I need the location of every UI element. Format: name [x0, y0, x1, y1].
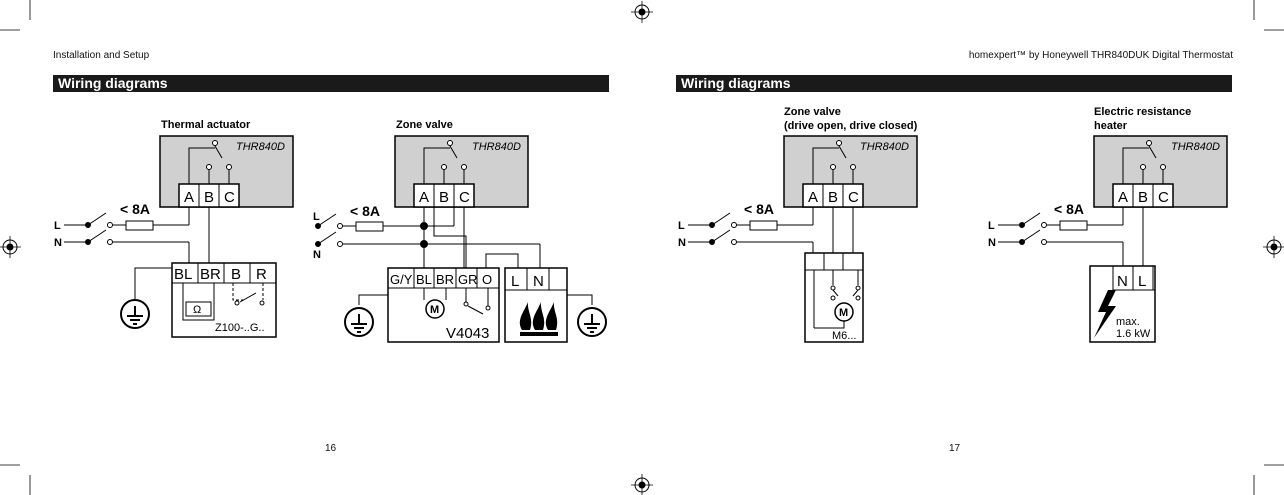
svg-text:M: M [430, 304, 439, 316]
section-title: Wiring diagrams [53, 75, 609, 92]
svg-text:Ω: Ω [193, 304, 201, 316]
diagram-thermal-actuator: Thermal actuator THR840D A B C L N < 8A … [54, 119, 294, 338]
svg-text:O: O [482, 272, 492, 287]
device-model: M6... [832, 330, 856, 342]
svg-text:L: L [678, 220, 685, 232]
svg-text:N: N [678, 237, 686, 249]
svg-text:N: N [1117, 273, 1128, 290]
diagram-title: Zone valve [784, 106, 841, 118]
registration-mark [630, 0, 654, 24]
svg-text:M: M [839, 307, 848, 319]
motor-icon [425, 299, 445, 319]
diagram-title: Zone valve [396, 119, 453, 131]
earth-icon [577, 307, 607, 337]
svg-text:BR: BR [200, 266, 221, 283]
diagram-electric-heater: Electric resistance heater THR840D A B C… [988, 106, 1228, 343]
svg-text:max.: max. [1116, 316, 1140, 328]
svg-text:C: C [848, 189, 859, 206]
diagram-title: Electric resistance [1094, 106, 1191, 118]
svg-text:THR840D: THR840D [860, 141, 909, 153]
svg-text:1.6 kW: 1.6 kW [1116, 328, 1151, 340]
registration-mark [1262, 235, 1284, 259]
svg-text:< 8A: < 8A [350, 203, 380, 219]
svg-text:A: A [1118, 189, 1128, 206]
svg-text:A: A [419, 189, 429, 206]
svg-text:BL: BL [174, 266, 192, 283]
svg-text:< 8A: < 8A [120, 201, 150, 217]
svg-text:L: L [54, 220, 61, 232]
right-page: homexpert™ by Honeywell THR840DUK Digita… [642, 0, 1284, 495]
svg-text:G/Y: G/Y [390, 272, 413, 287]
svg-text:B: B [828, 189, 838, 206]
svg-text:B: B [1138, 189, 1148, 206]
registration-mark [0, 235, 22, 259]
svg-text:L: L [988, 220, 995, 232]
diagram-subtitle: (drive open, drive closed) [784, 120, 918, 132]
svg-text:BL: BL [416, 272, 432, 287]
svg-text:L: L [313, 211, 320, 223]
earth-icon [120, 299, 150, 329]
svg-text:THR840D: THR840D [472, 141, 521, 153]
svg-text:< 8A: < 8A [1054, 201, 1084, 217]
svg-text:L: L [511, 273, 519, 290]
svg-text:N: N [988, 237, 996, 249]
svg-text:C: C [459, 189, 470, 206]
svg-text:GR: GR [458, 272, 478, 287]
svg-text:A: A [808, 189, 818, 206]
terminal-c: C [224, 189, 235, 206]
device-model: V4043 [446, 325, 489, 342]
svg-text:R: R [256, 266, 267, 283]
flame-icon [519, 302, 558, 336]
earth-icon [344, 307, 374, 337]
lightning-icon [1094, 290, 1116, 338]
svg-text:N: N [313, 249, 321, 261]
svg-text:B: B [231, 266, 241, 283]
page-number: 17 [949, 443, 961, 454]
diagram-title: Thermal actuator [161, 119, 251, 131]
running-header: Installation and Setup [53, 50, 150, 61]
terminal-b: B [204, 189, 214, 206]
running-header: homexpert™ by Honeywell THR840DUK Digita… [968, 50, 1233, 61]
svg-text:N: N [54, 237, 62, 249]
left-page: Installation and Setup Wiring diagrams 1… [53, 50, 609, 454]
diagram-zone-valve-drive: Zone valve (drive open, drive closed) TH… [678, 106, 918, 343]
terminal-a: A [184, 189, 194, 206]
svg-text:< 8A: < 8A [744, 201, 774, 217]
diagram-subtitle: heater [1094, 120, 1128, 132]
svg-text:B: B [439, 189, 449, 206]
svg-text:BR: BR [436, 272, 454, 287]
svg-text:C: C [1158, 189, 1169, 206]
thermostat-label: THR840D [236, 141, 285, 153]
section-title: Wiring diagrams [676, 75, 1232, 92]
registration-mark [630, 473, 654, 495]
svg-text:L: L [1138, 273, 1146, 290]
page-number: 16 [325, 443, 337, 454]
device-model: Z100-..G.. [215, 322, 265, 334]
diagram-zone-valve: Zone valve THR840D A B C L N < 8A G/Y BL… [313, 119, 607, 343]
svg-text:N: N [533, 273, 544, 290]
svg-text:THR840D: THR840D [1171, 141, 1220, 153]
